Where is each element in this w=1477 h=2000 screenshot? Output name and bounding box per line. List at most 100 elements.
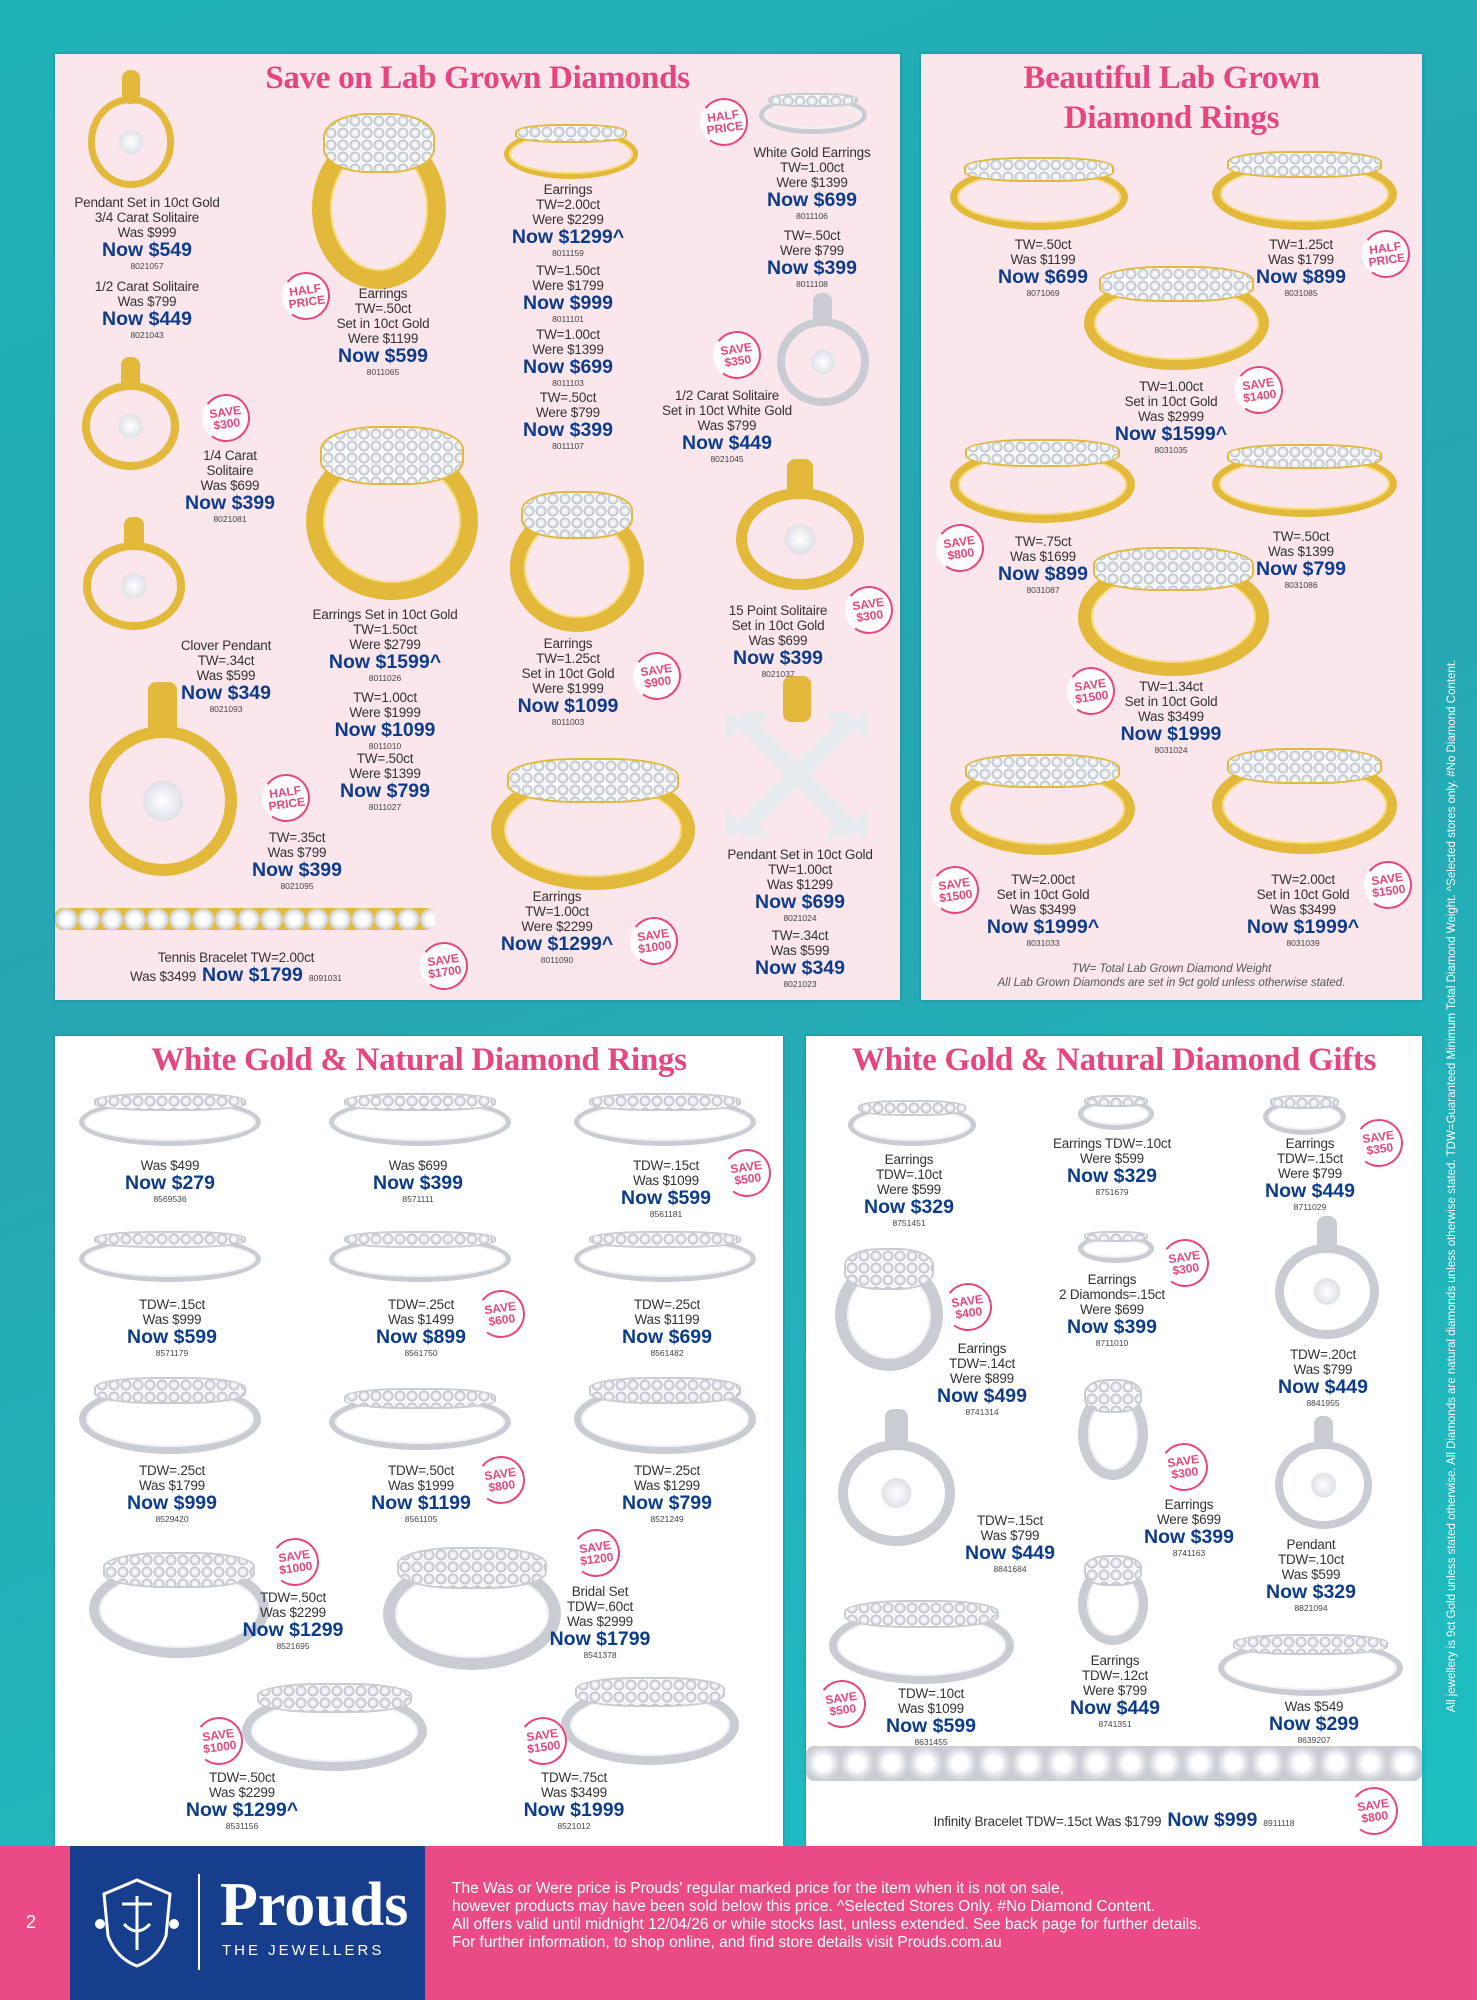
product-description: TDW=.10ct (875, 1167, 943, 1182)
ring-stones (397, 1546, 547, 1589)
ring-stones (1098, 266, 1255, 302)
footer-disclaimer: The Was or Were price is Prouds' regular… (452, 1880, 1201, 1952)
section-title: Save on Lab Grown Diamonds (265, 60, 690, 96)
save-badge: SAVE $1000 (267, 1534, 323, 1590)
product-description: Set in 10ct Gold (521, 666, 615, 681)
white-hoop-earrings-image (835, 1231, 943, 1371)
white-ring-image (574, 1367, 756, 1454)
product-description: TDW=.15ct (1276, 1151, 1344, 1166)
product-code: 8031085 (1284, 288, 1318, 298)
product-description: Were $599 (877, 1182, 941, 1197)
product-code: 8011003 (551, 717, 585, 727)
product-code: 8561181 (649, 1209, 683, 1219)
ring-stones (507, 758, 679, 803)
disclaimer-line: The Was or Were price is Prouds' regular… (452, 1880, 1065, 1897)
prouds-logo[interactable]: Prouds THE JEWELLERS (70, 1846, 425, 2000)
pendant-bail (123, 517, 145, 550)
gold-ring-image (1212, 140, 1397, 230)
product-price: Now $349 (755, 957, 845, 979)
product-code: 8031033 (1026, 938, 1060, 948)
product-code: 8011027 (368, 802, 402, 812)
product-code: 8751679 (1095, 1187, 1129, 1197)
product-description: Was $699 (388, 1158, 448, 1173)
pendant-bail (813, 293, 832, 326)
product-description: Were $1399 (349, 766, 421, 781)
product-description: Were $2799 (349, 637, 421, 652)
product-description: Solitaire (206, 463, 254, 478)
gold-ring-image (1084, 252, 1269, 370)
product-description: Was $3499 (1010, 902, 1076, 917)
product-description: TW=.34ct (771, 928, 829, 943)
product-price: Now $999 (523, 292, 613, 314)
product-description: TW=1.00ct (525, 904, 589, 919)
gold-ring-image (1078, 529, 1269, 676)
product-description: Set in 10ct Gold (731, 618, 825, 633)
ring-stones (1226, 150, 1383, 178)
white-ring-image (329, 1380, 511, 1450)
product-description: TW=1.34ct (1139, 679, 1203, 694)
product-description: TW=1.00ct (536, 327, 600, 342)
ring-stones (319, 425, 465, 486)
white-pendant-image (765, 293, 880, 408)
product-description: Was $1299 (634, 1478, 700, 1493)
white-ring-image (574, 1086, 756, 1146)
pendant-body (82, 382, 179, 470)
